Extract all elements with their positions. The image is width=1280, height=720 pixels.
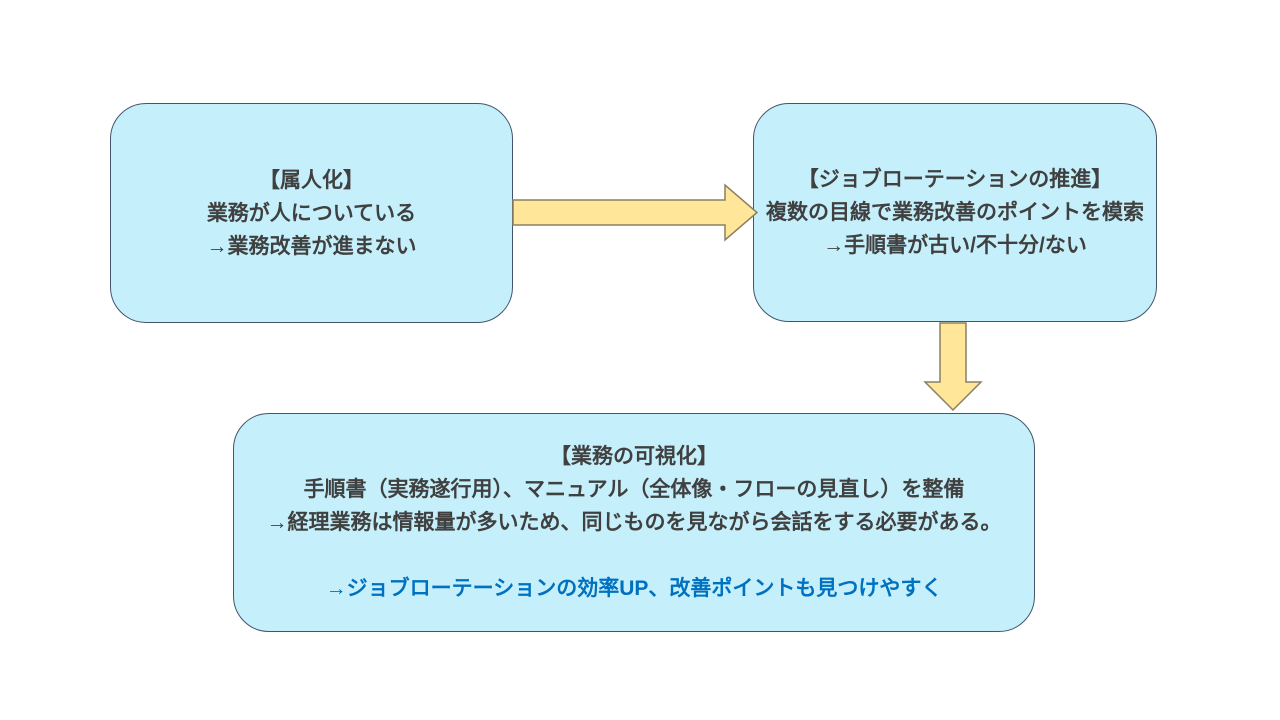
box-visualization-line: 手順書（実務遂行用）、マニュアル（全体像・フローの見直し）を整備 bbox=[303, 478, 965, 501]
right-arrow-icon bbox=[512, 183, 759, 242]
box-job-rotation-line: 複数の目線で業務改善のポイントを模索 bbox=[766, 201, 1144, 224]
box-dependence: 【属人化】 業務が人についている →業務改善が進まない bbox=[110, 103, 513, 323]
box-dependence-line: →業務改善が進まない bbox=[206, 234, 417, 258]
box-visualization-highlight-line: →ジョブローテーションの効率UP、改善ポイントも見つけやすく bbox=[325, 577, 943, 600]
box-dependence-line: 業務が人についている bbox=[206, 201, 417, 225]
box-job-rotation-line: →手順書が古い/不十分/ない bbox=[823, 234, 1087, 257]
box-visualization: 【業務の可視化】 手順書（実務遂行用）、マニュアル（全体像・フローの見直し）を整… bbox=[233, 413, 1035, 632]
box-visualization-title: 【業務の可視化】 bbox=[550, 445, 718, 468]
box-visualization-line: →経理業務は情報量が多いため、同じものを見ながら会話をする必要がある。 bbox=[266, 511, 1002, 534]
box-job-rotation-title: 【ジョブローテーションの推進】 bbox=[797, 168, 1113, 191]
box-dependence-title: 【属人化】 bbox=[259, 168, 364, 192]
down-arrow-icon bbox=[923, 322, 983, 412]
box-job-rotation: 【ジョブローテーションの推進】 複数の目線で業務改善のポイントを模索 →手順書が… bbox=[753, 103, 1157, 322]
